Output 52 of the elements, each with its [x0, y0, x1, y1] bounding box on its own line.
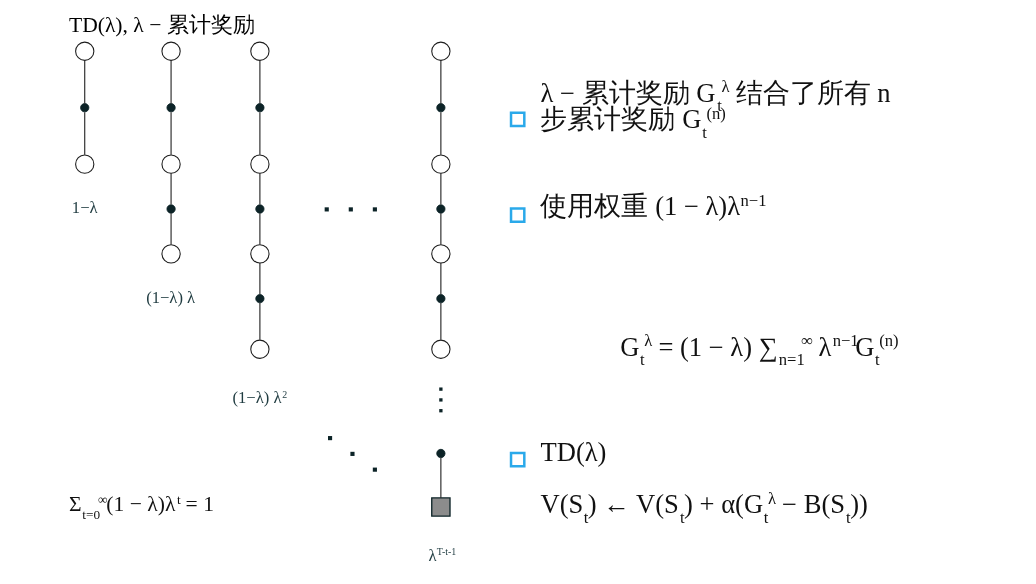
node-dot — [435, 294, 445, 304]
connector — [439, 59, 441, 104]
connector — [258, 262, 260, 295]
connector — [258, 111, 260, 156]
node-circle — [249, 41, 270, 61]
diagram-title: TD(λ), λ − 累计奖励 — [68, 12, 255, 37]
node-circle — [249, 154, 270, 174]
node-dot — [435, 448, 445, 459]
node-dot — [166, 204, 176, 214]
connector — [170, 111, 172, 156]
connector — [439, 457, 441, 499]
connector — [258, 212, 260, 245]
connector — [439, 302, 441, 341]
connector — [439, 172, 441, 205]
node-dot — [254, 204, 264, 214]
connector — [258, 302, 260, 341]
node-dot — [254, 294, 264, 304]
node-label: (1−λ) λ — [145, 287, 195, 307]
node-circle — [430, 154, 451, 174]
node-circle — [430, 339, 451, 359]
node-circle — [430, 244, 451, 264]
connector — [439, 212, 441, 245]
node-circle — [74, 154, 94, 174]
node-circle — [249, 244, 270, 264]
node-label: λ$^{T-t-1}$ — [427, 545, 456, 565]
connector — [170, 172, 172, 205]
node-circle — [160, 154, 181, 174]
connector — [83, 111, 85, 156]
label: Σ$_{t=0}$$^{∞}$(1 − λ)λ$^{t}$ = 1 — [68, 491, 214, 522]
node-circle — [160, 41, 181, 61]
label: TD(λ) — [540, 436, 606, 467]
connector — [170, 212, 172, 245]
connector — [258, 59, 260, 104]
node-label: 1−λ — [71, 198, 98, 218]
node-label: (1−λ) λ$^{2}$ — [232, 388, 287, 408]
node-dot — [435, 103, 445, 113]
node-circle — [430, 41, 451, 61]
connector — [83, 59, 85, 104]
connector — [258, 172, 260, 205]
node-dot — [79, 103, 89, 113]
connector — [439, 262, 441, 295]
node-circle — [249, 339, 270, 359]
node-box — [430, 497, 451, 517]
node-circle — [74, 41, 94, 61]
node-circle — [160, 244, 181, 264]
node-dot — [435, 204, 445, 214]
node-dot — [166, 103, 176, 113]
connector — [439, 111, 441, 156]
connector — [170, 59, 172, 104]
label: V(S$_{t}$) ← V(S$_{t}$) + α(G$_{t}$$^{λ}$ − B(S$_{t}$)) — [540, 488, 868, 527]
label: 使用权重 (1 − λ)λ$^{n−1}$ — [540, 190, 767, 222]
node-dot — [254, 103, 264, 113]
